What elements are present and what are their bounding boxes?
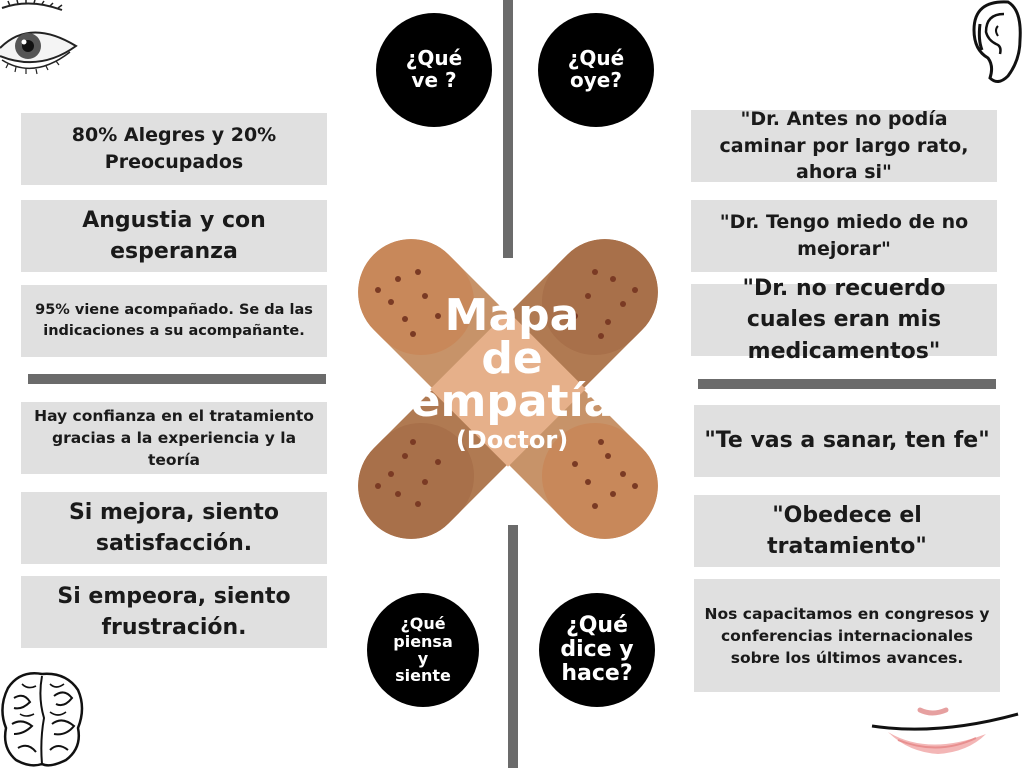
circle-what-thinks-feels: ¿Qué piensa y siente <box>367 593 479 707</box>
circle-what-thinks-feels-label: ¿Qué piensa y siente <box>393 614 453 686</box>
left-box-4: Hay confianza en el tratamiento gracias … <box>21 402 327 474</box>
right-box-4: "Te vas a sanar, ten fe" <box>694 405 1000 477</box>
right-box-5: "Obedece el tratamiento" <box>694 495 1000 567</box>
circle-what-says-does: ¿Qué dice y hace? <box>539 593 655 707</box>
title-line-3: empatía <box>410 376 614 428</box>
circle-what-sees-label: ¿Qué ve ? <box>405 46 463 92</box>
center-subtitle: (Doctor) <box>455 426 569 455</box>
title-line-2: de <box>481 333 543 385</box>
divider-left-horizontal <box>28 374 326 384</box>
left-box-1: 80% Alegres y 20% Preocupados <box>21 113 327 185</box>
ear-icon <box>972 0 1022 83</box>
right-box-6: Nos capacitamos en congresos y conferenc… <box>694 579 1000 692</box>
circle-what-hears: ¿Qué oye? <box>538 13 654 127</box>
mouth-icon <box>871 707 1019 754</box>
right-box-1: "Dr. Antes no podía caminar por largo ra… <box>691 108 997 183</box>
eye-icon <box>0 0 78 75</box>
title-line-1: Mapa <box>444 290 580 341</box>
circle-what-says-does-label: ¿Qué dice y hace? <box>560 613 634 686</box>
left-box-5: Si mejora, siento satisfacción. <box>21 492 327 564</box>
bandage-cross-icon <box>358 239 658 539</box>
left-box-6: Si empeora, siento frustración. <box>21 576 327 648</box>
circle-what-hears-label: ¿Qué oye? <box>567 46 625 92</box>
divider-bottom-vertical <box>508 525 518 768</box>
divider-right-horizontal <box>698 379 996 389</box>
right-box-3: "Dr. no recuerdo cuales eran mis medicam… <box>691 276 997 364</box>
left-box-2: Angustia y con esperanza <box>21 200 327 272</box>
brain-icon <box>1 672 84 767</box>
right-box-2: "Dr. Tengo miedo de no mejorar" <box>691 200 997 272</box>
circle-what-sees: ¿Qué ve ? <box>376 13 492 127</box>
left-box-3: 95% viene acompañado. Se da las indicaci… <box>21 285 327 357</box>
divider-top-vertical <box>503 0 513 258</box>
center-title: Mapa de empatía (Doctor) <box>392 290 632 455</box>
